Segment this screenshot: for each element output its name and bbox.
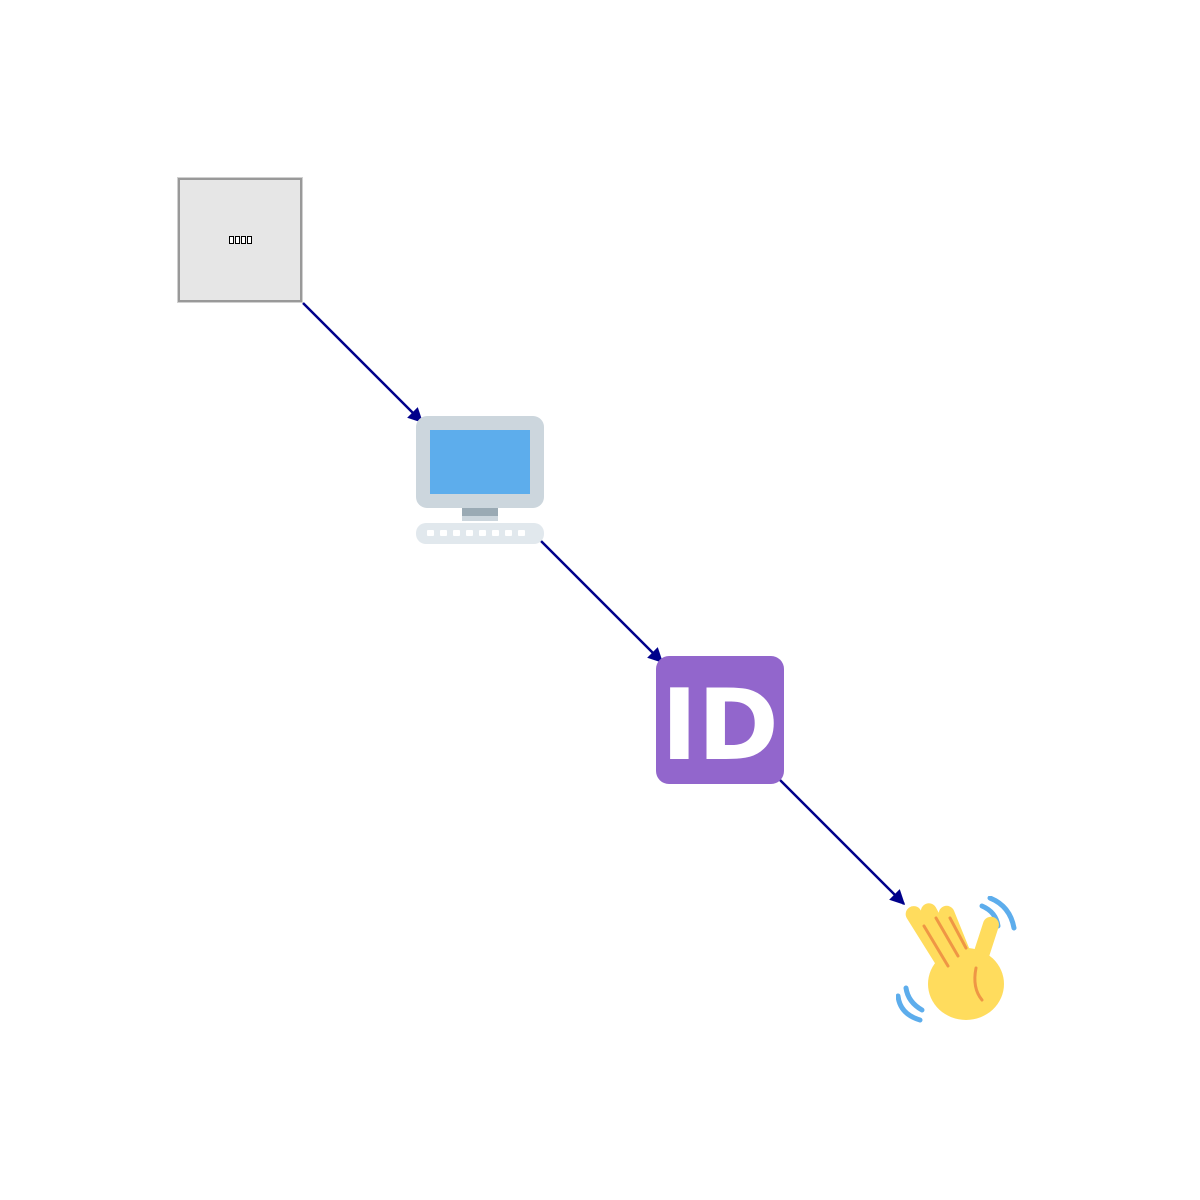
id-node: ID [656,656,784,784]
waving-hand-icon [896,896,1017,1023]
computer-node [416,416,544,544]
missing-glyph-node [178,178,302,302]
id-label: ID [661,669,779,783]
edge-placeholder-to-computer [302,302,424,424]
edge-computer-to-id [540,540,664,664]
edge-id-to-wave [779,779,906,906]
desktop-computer-icon [416,416,544,544]
waving-hand-node [896,896,1024,1024]
id-button-icon: ID [656,656,784,784]
missing-glyph-icon [228,236,252,244]
